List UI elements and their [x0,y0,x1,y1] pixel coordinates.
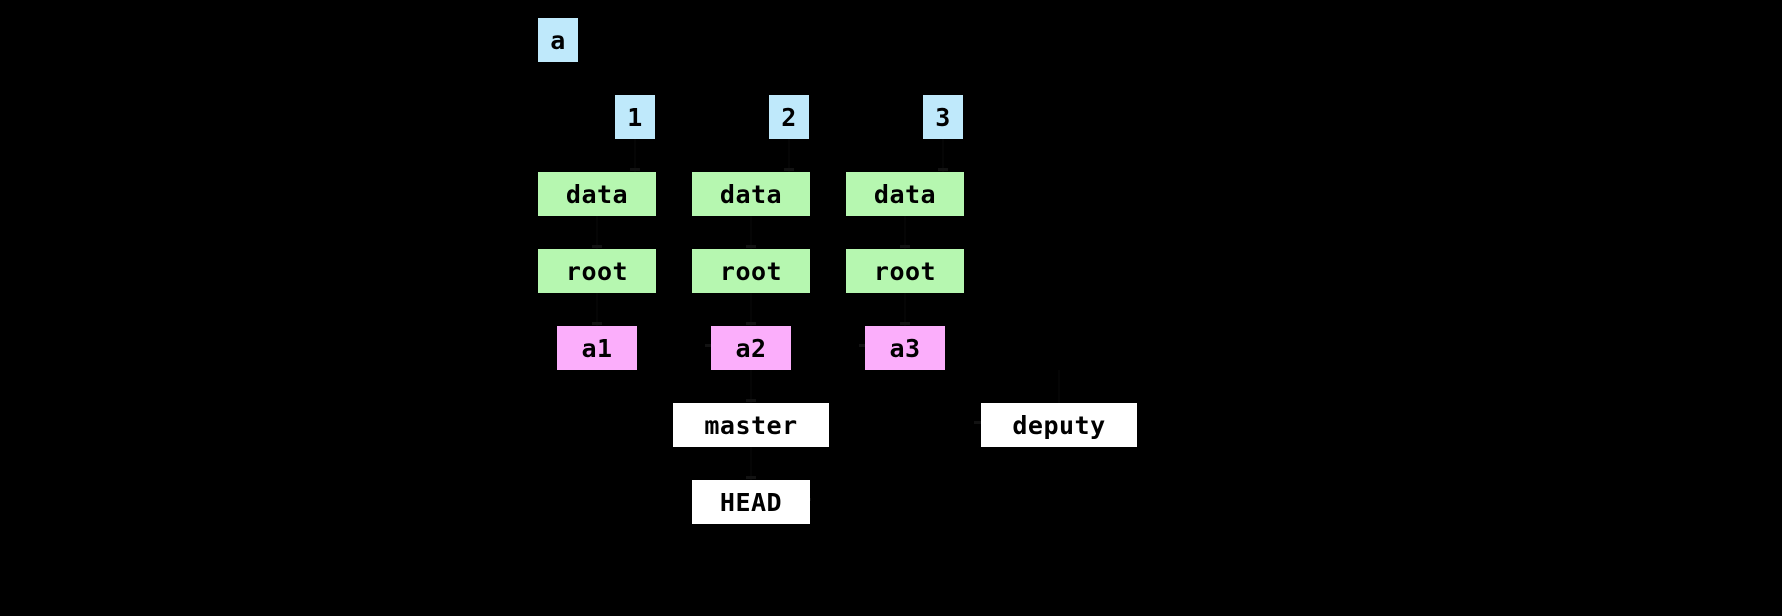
edge-arrowhead-3 [592,245,602,248]
edge-arrowhead-8 [900,322,910,325]
edge-root3-to-a3 [904,293,906,326]
edge-master-to-head [750,447,752,480]
edge-arrowhead-5 [900,245,910,248]
node-c1[interactable]: 1 [615,95,655,139]
node-root3[interactable]: root [846,249,964,293]
edge-arrowhead-13 [746,476,756,479]
edge-arrowhead-10 [859,344,867,347]
node-c3[interactable]: 3 [923,95,963,139]
edge-c3-to-data3 [942,139,944,172]
node-a[interactable]: a [538,18,578,62]
edge-a3-to-deputy [1058,370,1060,403]
node-a3[interactable]: a3 [865,326,945,370]
edge-arrowhead-2 [938,168,948,171]
edge-arrowhead-1 [784,168,794,171]
node-root2[interactable]: root [692,249,810,293]
node-a2[interactable]: a2 [711,326,791,370]
node-deputy[interactable]: deputy [981,403,1137,447]
node-head[interactable]: HEAD [692,480,810,524]
node-data2[interactable]: data [692,172,810,216]
edge-arrowhead-9 [705,344,713,347]
edge-a1-to-master [750,370,752,403]
edge-data3-to-root3 [904,216,906,249]
node-root1[interactable]: root [538,249,656,293]
edge-c1-to-data1 [634,139,636,172]
node-master[interactable]: master [673,403,829,447]
edge-arrowhead-12 [974,421,982,424]
node-data1[interactable]: data [538,172,656,216]
edge-data2-to-root2 [750,216,752,249]
edge-arrowhead-6 [592,322,602,325]
edge-c2-to-data2 [788,139,790,172]
edge-arrowhead-7 [746,322,756,325]
edge-arrowhead-11 [746,399,756,402]
node-c2[interactable]: 2 [769,95,809,139]
edge-root2-to-a2 [750,293,752,326]
edge-arrowhead-0 [630,168,640,171]
edge-arrowhead-4 [746,245,756,248]
node-data3[interactable]: data [846,172,964,216]
edge-data1-to-root1 [596,216,598,249]
node-a1[interactable]: a1 [557,326,637,370]
edge-root1-to-a1 [596,293,598,326]
